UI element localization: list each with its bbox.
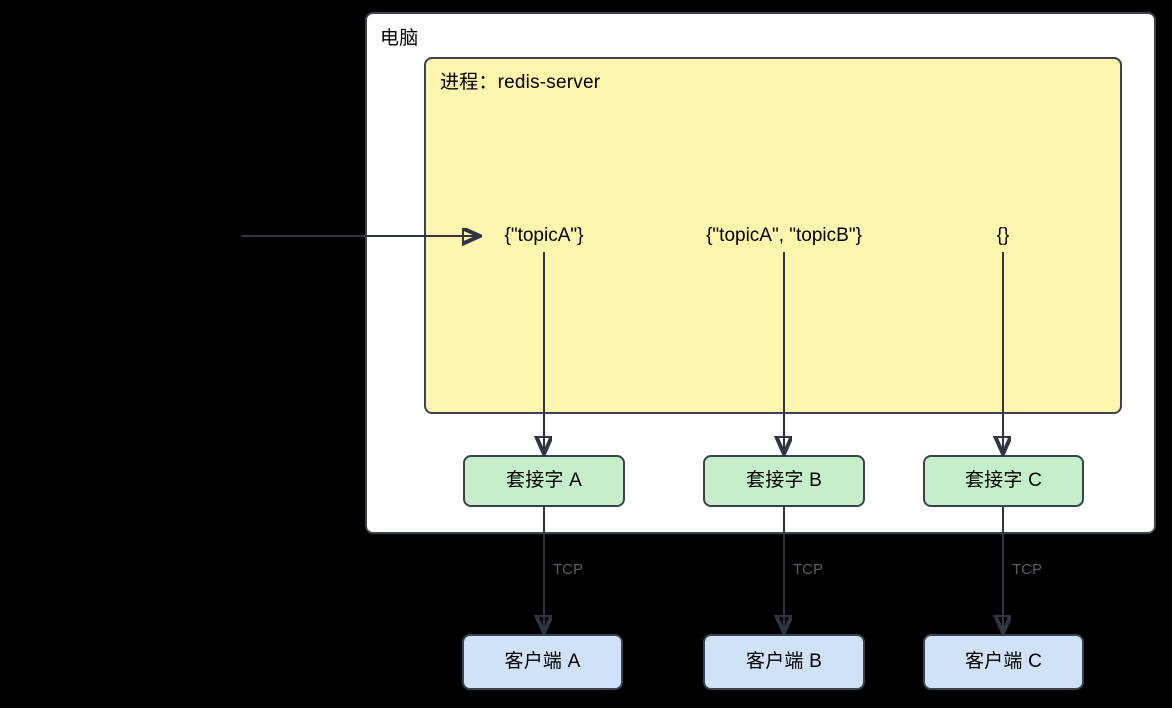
subscription-set-b: {"topicA", "topicB"}	[706, 225, 862, 246]
computer-label: 电脑	[380, 28, 419, 49]
socket-label-b: 套接字 B	[746, 470, 822, 492]
subscription-set-c: {}	[996, 225, 1010, 246]
socket-box-b[interactable]: 套接字 B	[703, 455, 865, 507]
socket-label-a: 套接字 A	[506, 470, 582, 492]
edge-label-tcp-b: TCP	[793, 561, 823, 578]
edge-label-tcp-c: TCP	[1012, 561, 1042, 578]
client-box-c[interactable]: 客户端 C	[923, 634, 1084, 690]
client-box-b[interactable]: 客户端 B	[703, 634, 865, 690]
client-label-c: 客户端 C	[964, 651, 1042, 673]
client-box-a[interactable]: 客户端 A	[462, 634, 623, 690]
subscription-set-a: {"topicA"}	[504, 225, 584, 246]
socket-box-c[interactable]: 套接字 C	[923, 455, 1084, 507]
process-container: 进程：redis-server	[424, 57, 1122, 414]
client-label-b: 客户端 B	[746, 651, 822, 673]
socket-box-a[interactable]: 套接字 A	[463, 455, 625, 507]
client-label-a: 客户端 A	[504, 651, 581, 673]
socket-label-c: 套接字 C	[964, 470, 1042, 492]
edge-label-tcp-a: TCP	[553, 561, 583, 578]
process-label: 进程：redis-server	[440, 72, 601, 93]
